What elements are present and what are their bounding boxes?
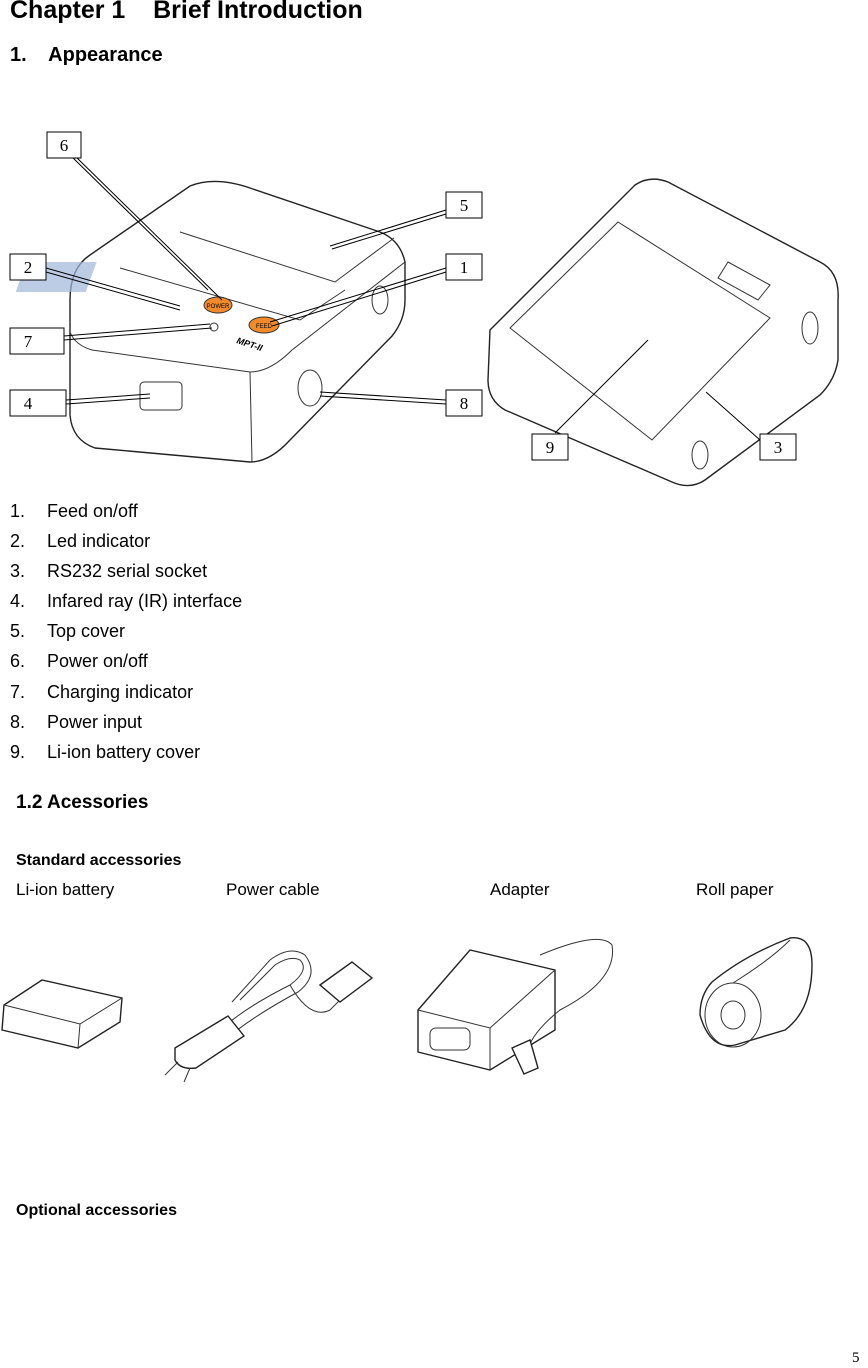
accessory-label-power-cable: Power cable xyxy=(226,880,320,899)
list-item: 6.Power on/off xyxy=(10,651,148,672)
parts-list: 1.Feed on/off 2.Led indicator 3.RS232 se… xyxy=(10,496,242,767)
list-item: 8.Power input xyxy=(10,711,143,732)
callout-6: 6 xyxy=(46,131,82,159)
printer-front-illustration: POWER FEED MPT-II xyxy=(15,180,406,463)
callout-leaders xyxy=(45,154,761,441)
feed-key-label: FEED xyxy=(256,324,273,330)
power-cable-illustration xyxy=(164,950,374,1083)
optional-accessories-title: Optional accessories xyxy=(16,1202,177,1219)
callout-2: 2 xyxy=(9,253,47,281)
list-item: 2.Led indicator xyxy=(10,531,151,552)
chapter-title: Chapter 1 Brief Introduction xyxy=(10,0,363,24)
svg-text:5: 5 xyxy=(460,196,469,215)
svg-text:6: 6 xyxy=(60,136,69,155)
list-item: 1.Feed on/off xyxy=(10,501,138,521)
section-title-appearance: 1. Appearance xyxy=(10,44,163,66)
list-item: 7.Charging indicator xyxy=(10,681,194,702)
adapter-illustration xyxy=(417,938,614,1075)
section-title-accessories: 1.2 Acessories xyxy=(16,792,149,813)
battery-illustration xyxy=(1,979,123,1049)
callout-3: 3 xyxy=(759,433,797,461)
list-item: 5.Top cover xyxy=(10,621,126,642)
printer-bottom-illustration xyxy=(487,178,839,487)
callout-4: 4 xyxy=(9,389,67,417)
svg-text:4: 4 xyxy=(24,394,33,413)
standard-accessories-title: Standard accessories xyxy=(16,852,182,869)
svg-text:8: 8 xyxy=(460,394,469,413)
callout-7: 7 xyxy=(9,327,65,355)
roll-paper-illustration xyxy=(699,937,813,1048)
page-number: 5 xyxy=(852,1350,860,1366)
accessory-label-adapter: Adapter xyxy=(490,880,550,899)
list-item: 9.Li-ion battery cover xyxy=(10,741,201,762)
accessory-label-roll-paper: Roll paper xyxy=(696,880,774,899)
svg-text:7: 7 xyxy=(24,332,33,351)
printer-appearance-figure: POWER FEED MPT-II 6 5 2 1 7 xyxy=(9,131,839,487)
svg-text:1: 1 xyxy=(460,258,469,277)
power-key-label: POWER xyxy=(207,304,230,310)
list-item: 4.Infared ray (IR) interface xyxy=(10,591,243,612)
list-item: 3.RS232 serial socket xyxy=(10,561,208,582)
svg-text:3: 3 xyxy=(774,438,783,457)
accessory-label-battery: Li-ion battery xyxy=(16,880,115,899)
callout-9: 9 xyxy=(531,433,569,461)
svg-text:9: 9 xyxy=(546,438,555,457)
callout-5: 5 xyxy=(445,191,483,219)
callout-1: 1 xyxy=(445,253,483,281)
svg-text:2: 2 xyxy=(24,258,33,277)
accessories-figure xyxy=(1,937,813,1083)
callout-8: 8 xyxy=(445,389,483,417)
